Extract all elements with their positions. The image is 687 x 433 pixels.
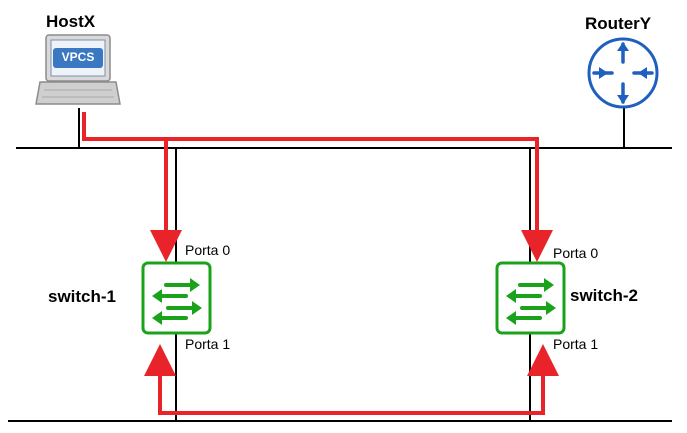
switch-1-icon[interactable]	[141, 261, 212, 335]
switch1-label: switch-1	[48, 287, 117, 306]
switch-2-icon[interactable]	[495, 261, 566, 335]
flow-switch2-loop	[160, 344, 559, 415]
vpcs-badge-label: VPCS	[61, 50, 95, 64]
switch1-port1-label: Porta 1	[185, 336, 231, 352]
flow-hostx-to-switch1	[82, 112, 182, 262]
switch2-port0-label: Porta 0	[553, 245, 599, 261]
flow-hostx-to-switch2	[166, 137, 553, 262]
routery-label: RouterY	[585, 14, 652, 33]
router-icon[interactable]	[587, 37, 659, 109]
flow-switch1-loop	[144, 344, 537, 415]
switch2-label: switch-2	[570, 286, 639, 305]
vpcs-laptop-icon[interactable]	[35, 34, 121, 105]
network-links	[8, 108, 672, 422]
traffic-flow	[82, 112, 559, 415]
switch2-port1-label: Porta 1	[553, 336, 599, 352]
hostx-label: HostX	[46, 12, 96, 31]
switch1-port0-label: Porta 0	[185, 242, 231, 258]
